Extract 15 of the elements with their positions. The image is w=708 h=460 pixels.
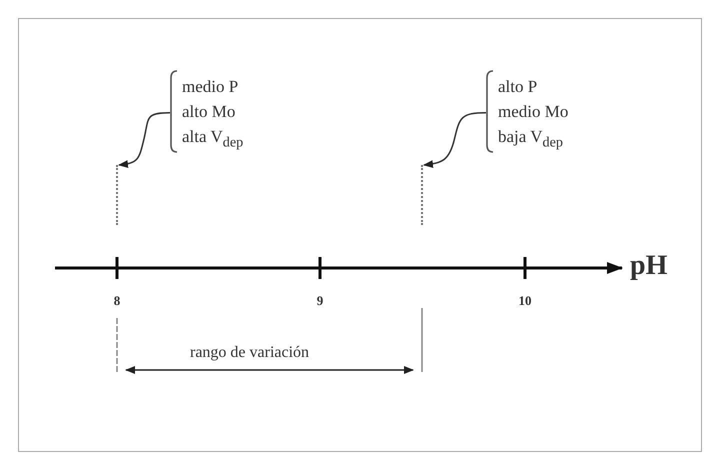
axis-label: pH [630,250,668,282]
callout-text: alto Mo [182,101,236,123]
leader-arrow [423,112,486,168]
callout-text: baja V$_{dep}$ [498,126,564,152]
marker-line [421,165,426,225]
tick-label: 9 [316,293,324,309]
callout-text: alto P [498,76,538,98]
callout-text: medio P [182,76,240,98]
tick-label: 10 [518,293,532,309]
tick-label: 8 [114,293,120,309]
callout-text: medio Mo [498,101,568,123]
marker-line [116,165,121,225]
leader-arrow [118,112,170,168]
dimension-label: rango de variación [190,344,310,362]
callout-text: alta V$_{dep}$ [182,126,244,152]
